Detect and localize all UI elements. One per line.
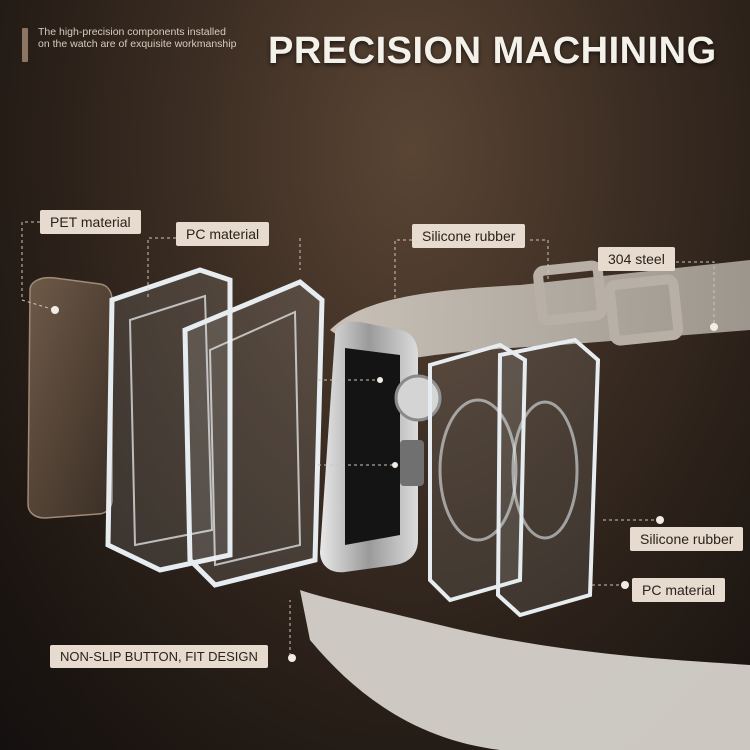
header-note: The high-precision components installed … <box>38 26 237 50</box>
side-button <box>400 440 424 486</box>
label-pc-material-bottom: PC material <box>632 578 726 602</box>
pet-screen-film <box>27 276 113 519</box>
label-pc-material-top: PC material <box>176 222 270 246</box>
pc-frame-inner <box>182 279 325 588</box>
label-304-steel: 304 steel <box>598 247 675 271</box>
label-silicone-rubber-bottom: Silicone rubber <box>630 527 744 551</box>
page-title: PRECISION MACHINING <box>268 30 717 72</box>
pc-frame-outer <box>105 267 233 573</box>
steel-clasp-1 <box>533 260 607 326</box>
header-accent-bar <box>22 28 28 62</box>
label-non-slip-button: NON-SLIP BUTTON, FIT DESIGN <box>50 645 268 668</box>
label-pet-material: PET material <box>40 210 141 234</box>
pc-rear-frame <box>495 337 601 618</box>
bottom-strap <box>300 590 750 750</box>
label-silicone-rubber-top: Silicone rubber <box>412 224 526 248</box>
leader-lines <box>21 221 715 656</box>
steel-clasp-2 <box>604 274 684 346</box>
